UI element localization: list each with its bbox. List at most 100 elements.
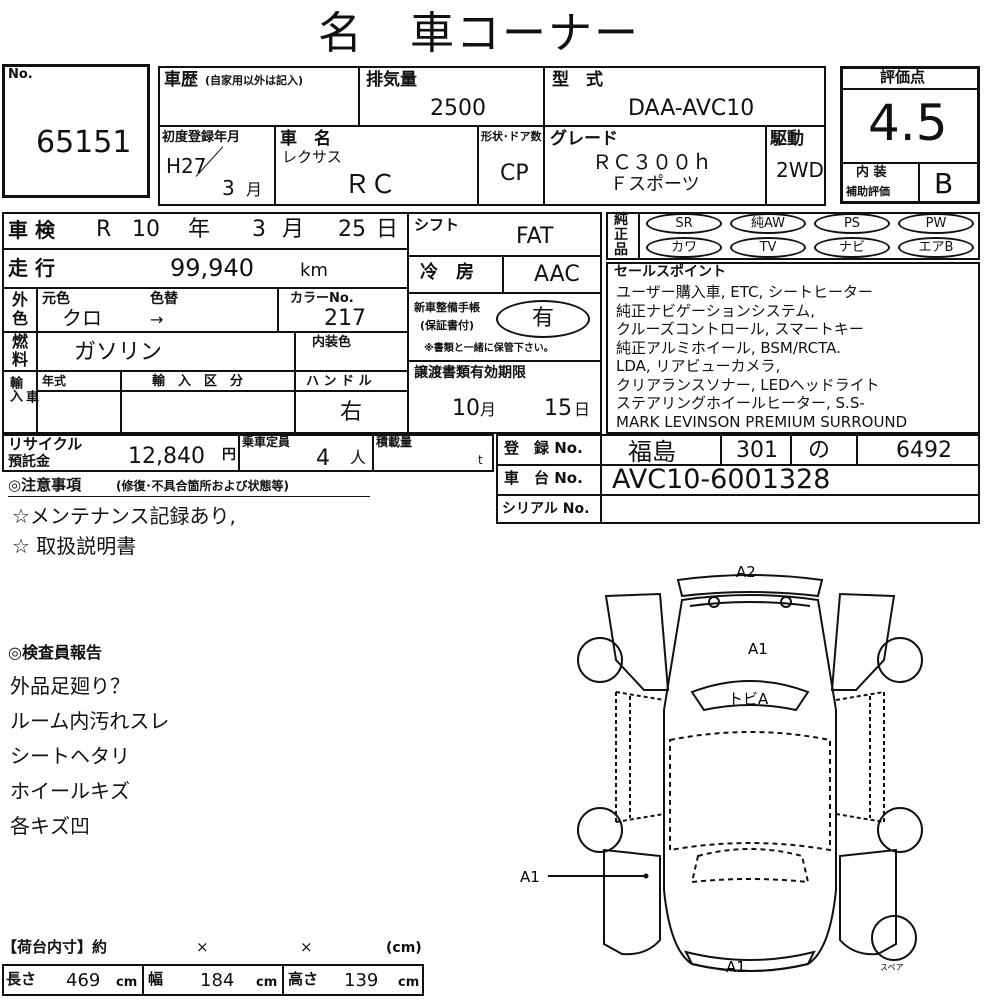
history-sub: (自家用以外は記入)	[205, 74, 304, 87]
fuel-side-1: 燃	[12, 332, 29, 351]
equip-ps: PS	[814, 213, 890, 234]
orig-color: クロ	[62, 306, 102, 330]
stock-number-box	[2, 64, 150, 198]
notes-line: ☆ 取扱説明書	[12, 534, 137, 558]
notes-label: ◎注意事項	[8, 476, 82, 494]
inspector-line: 外品足廻り？	[10, 674, 130, 698]
capacity-value: 4	[316, 446, 330, 471]
cargo-length: 469	[66, 970, 101, 991]
model-label: 型 式	[552, 70, 603, 90]
equip-pw: PW	[898, 213, 974, 234]
equip-tv: TV	[730, 237, 806, 258]
sales-line: MARK LEVINSON PREMIUM SURROUND	[616, 412, 908, 431]
recycle-value: 12,840	[128, 444, 205, 469]
shape-value: CP	[500, 161, 529, 186]
equip-navi: ナビ	[814, 237, 890, 258]
equip-side-3: 品	[614, 242, 628, 258]
ac-value: AAC	[534, 262, 580, 287]
cargo-height-cm: cm	[398, 975, 420, 990]
maintenance-oval	[496, 300, 590, 338]
inspector-label: ◎検査員報告	[8, 643, 102, 662]
import-side-2: 車	[23, 390, 38, 403]
score-label: 評価点	[880, 68, 926, 86]
color-side-1: 外	[12, 290, 29, 309]
car-maker: レクサス	[282, 148, 342, 166]
inspector-line: ルーム内汚れスレ	[10, 709, 170, 733]
color-code-label: カラーNo.	[290, 291, 354, 306]
damage-mark-left-rear: A1	[520, 868, 540, 886]
interior-label: 内 装	[856, 165, 887, 180]
cargo-width-cm: cm	[256, 975, 278, 990]
history-label: 車歴	[164, 70, 198, 90]
ac-label: 冷 房	[420, 262, 474, 283]
cargo-label: 【荷台内寸】約	[2, 938, 108, 956]
shaken-era: R	[96, 217, 112, 242]
recycle-unit: 円	[222, 447, 236, 463]
shaken-label: 車 検	[8, 218, 55, 242]
cargo-x2: ×	[300, 938, 313, 956]
equip-side-2: 正	[614, 227, 628, 243]
sales-line: ステアリングホイールヒーター, S.S-	[616, 394, 865, 412]
first-reg-month-unit: 月	[246, 180, 263, 199]
damage-mark-rear: A1	[726, 958, 746, 976]
doc-expiry-day-unit: 日	[574, 400, 591, 419]
shaken-year-unit: 年	[188, 217, 211, 242]
model-value: DAA-AVC10	[628, 96, 755, 121]
maintenance-value: 有	[532, 306, 555, 331]
maintenance-note: ※書類と一緒に保管下さい。	[424, 343, 554, 354]
shaken-month-unit: 月	[282, 217, 305, 242]
inspector-line: ホイールキズ	[10, 779, 130, 803]
recycle-grid	[2, 434, 494, 472]
doc-expiry-day: 15	[544, 396, 572, 421]
maintenance-label: 新車整備手帳	[414, 301, 480, 314]
cargo-x1: ×	[196, 938, 209, 956]
change-color-label: 色替	[150, 291, 178, 307]
cargo-unit: (cm)	[386, 940, 422, 956]
load-label: 積載量	[376, 435, 413, 449]
orig-color-label: 元色	[42, 291, 70, 307]
shaken-year: 10	[132, 217, 160, 242]
shaken-day: 25	[338, 217, 366, 242]
notes-line: ☆メンテナンス記録あり,	[12, 504, 236, 528]
sales-line: 純正アルミホイール, BSM/RCTA.	[616, 338, 841, 357]
mileage-value: 99,940	[170, 254, 254, 282]
fuel-side-2: 料	[12, 350, 29, 369]
car-name-value: ＲＣ	[344, 170, 397, 200]
color-arrow: →	[150, 310, 164, 329]
score-value: 4.5	[868, 94, 948, 152]
doc-expiry-label: 譲渡書類有効期限	[414, 365, 526, 381]
grade-line1: ＲＣ３００ｈ	[592, 150, 712, 174]
grade-line2: Ｆスポーツ	[610, 174, 700, 195]
damage-mark-windshield: トビA	[728, 690, 769, 708]
drive-label: 駆動	[770, 129, 804, 149]
sales-line: クルーズコントロール, スマートキー	[616, 320, 864, 338]
mileage-label: 走 行	[8, 256, 55, 280]
capacity-label: 乗車定員	[242, 435, 291, 449]
interior-color-label: 内装色	[312, 335, 352, 350]
registration-region: 福島	[628, 438, 676, 466]
shape-label: 形状･ドア数	[481, 130, 542, 143]
cargo-height: 139	[344, 970, 379, 991]
load-unit: t	[478, 453, 483, 467]
equip-sr: SR	[646, 213, 722, 234]
sales-points-list: ユーザー購入車, ETC, シートヒーター 純正ナビゲーションシステム, クルー…	[616, 283, 907, 431]
cargo-width: 184	[200, 970, 235, 991]
fuel-value: ガソリン	[74, 340, 163, 365]
damage-mark-hood: A1	[748, 640, 768, 658]
displacement-value: 2500	[430, 96, 486, 121]
shaken-day-unit: 日	[376, 217, 399, 242]
cargo-width-label: 幅	[148, 970, 164, 988]
sales-points-box	[606, 262, 980, 434]
interior-label2: 補助評価	[846, 185, 890, 198]
inspector-line: 各キズ凹	[10, 814, 90, 838]
car-damage-diagram: A2 A1 トビA A1 A1 スペア	[520, 563, 923, 976]
color-side-2: 色	[12, 309, 29, 328]
capacity-unit: 人	[350, 448, 367, 467]
interior-score: B	[934, 167, 954, 200]
equip-side-1: 純	[614, 212, 628, 228]
color-code: 217	[324, 306, 366, 331]
doc-expiry-month: 10	[452, 396, 480, 421]
shift-value: FAT	[516, 224, 554, 249]
car-name-label: 車 名	[280, 129, 331, 149]
spare-label: スペア	[880, 963, 903, 972]
